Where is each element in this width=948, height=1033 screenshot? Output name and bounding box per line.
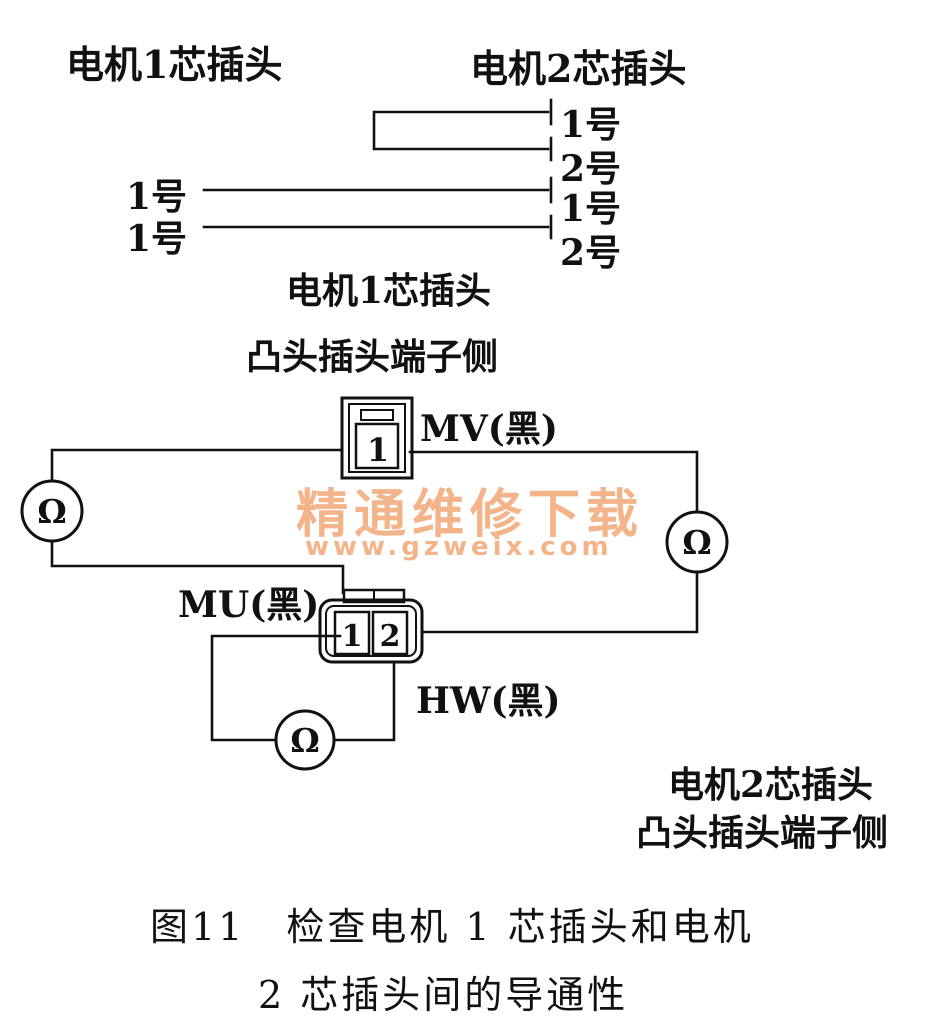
right-meter-wire [422,572,699,634]
mu-connector-label: MU(黑) [178,584,320,626]
watermark-text: 精通维修下载 [296,485,645,545]
connector-pin-1: 1 [342,619,363,654]
figure-caption-line2: 2 芯插头间的导通性 [258,973,629,1017]
motor2-pin-label: 2号 [560,148,622,190]
connector-pin-2: 2 [380,619,401,654]
motor2-pin-label: 1号 [560,188,622,230]
bottom-meter-wire [210,634,342,742]
motor1-pin-label: 1号 [126,176,188,218]
mv-connector [340,396,414,480]
mv-connector-label: MV(黑) [420,408,558,450]
right-meter-wire [408,450,699,512]
motor1-pin-label: 1号 [126,218,188,260]
mv-pin-number: 1 [367,431,389,469]
watermark-url: www.gzweix.com [305,532,613,562]
motor1-connector-label-lower: 电机1芯插头 [286,270,492,312]
left-meter-wire [50,448,342,482]
ohm-symbol: Ω [290,721,319,760]
pin-jumper-wire [372,110,550,151]
motor2-terminal-side-label: 凸头插头端子侧 [636,812,889,854]
figure-caption-line1: 图11 检查电机 1 芯插头和电机 [150,905,754,949]
mu-hw-connector [318,588,424,664]
motor2-connector-label: 电机2芯插头 [470,46,687,91]
hw-connector-label: HW(黑) [416,680,561,722]
bottom-meter-wire [332,660,396,742]
ohmmeter [20,479,729,771]
motor1-connector-label: 电机1芯插头 [66,42,283,87]
motor2-pin-label: 2号 [560,232,622,274]
motor2-pin-label: 1号 [560,104,622,146]
motor2-title: 电机2芯插头 [668,764,874,806]
ohm-symbol: Ω [37,492,66,531]
ohm-symbol: Ω [682,523,711,562]
left-meter-wire [50,540,345,595]
motor1-terminal-side-label: 凸头插头端子侧 [246,336,499,378]
